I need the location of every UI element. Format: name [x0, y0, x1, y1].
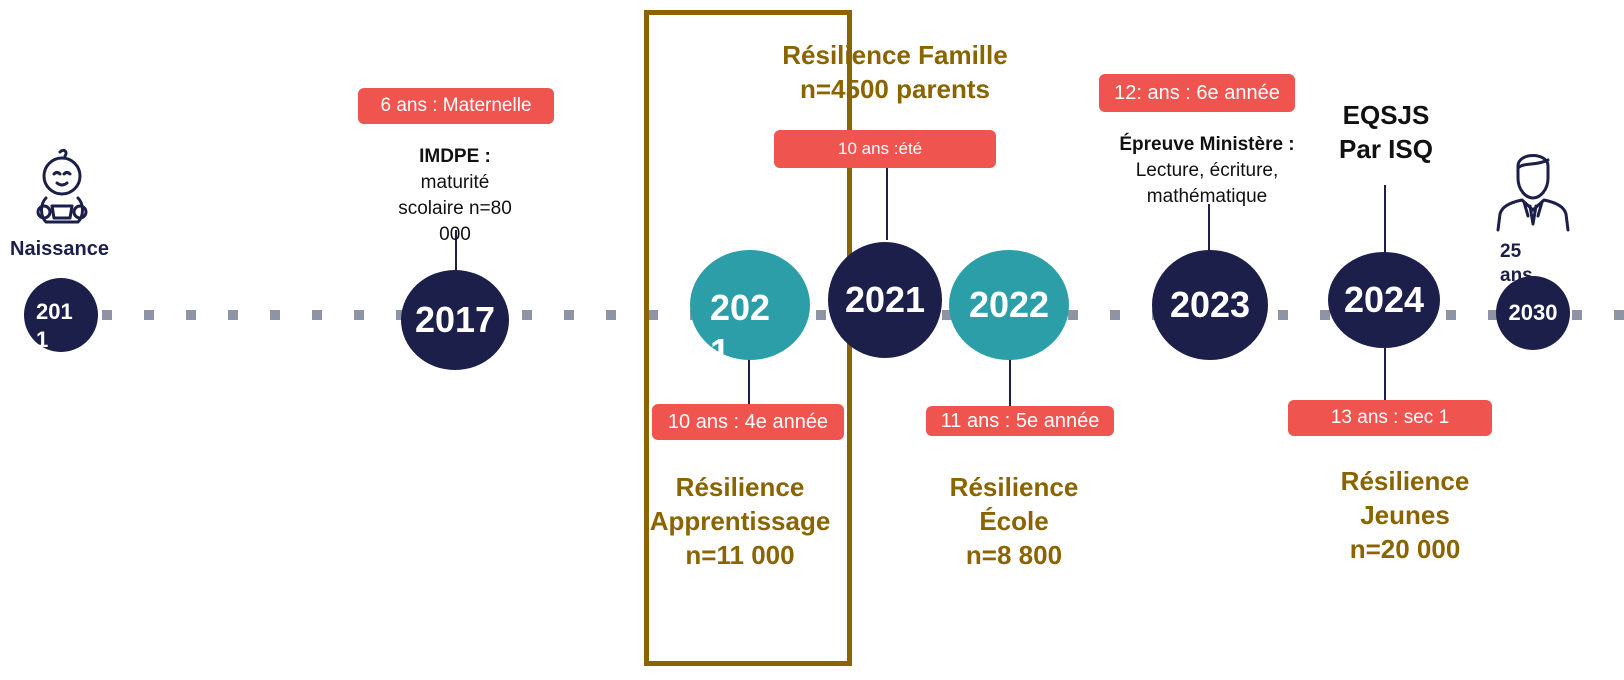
ecole-line3: n=8 800 [965, 540, 1063, 570]
year-2021-node: 2021 [828, 242, 942, 358]
imdpe-title: IMDPE : [419, 146, 491, 167]
epreuve-title: Épreuve Ministère : [1119, 134, 1295, 155]
timeline-dot [144, 310, 154, 320]
timeline-dot [1614, 310, 1624, 320]
timeline-dot [354, 310, 364, 320]
imdpe-line3: 000 [439, 224, 471, 245]
famille-line2: n=4500 parents [799, 74, 991, 104]
eqsjs-title: EQSJS Par ISQ [1316, 98, 1456, 166]
timeline-dot [606, 310, 616, 320]
apprentissage-line2: Apprentissage [649, 506, 831, 536]
age-25-label: 25 ans [1500, 241, 1533, 286]
year-2011-node: 2011 [24, 278, 98, 352]
connector-2024-bottom [1384, 348, 1386, 400]
epreuve-line2: mathématique [1146, 186, 1268, 207]
connector-2022 [1009, 358, 1011, 408]
connector-2023 [1208, 204, 1210, 252]
year-2021-teal-label: 2021 [710, 287, 771, 372]
connector-2021-bottom [748, 358, 750, 406]
epreuve-line1: Lecture, écriture, [1135, 160, 1279, 181]
jeunes-line1: Résilience [1340, 466, 1470, 496]
ecole-line1: Résilience [949, 472, 1079, 502]
resilience-apprentissage-title: Résilience Apprentissage n=11 000 [630, 470, 850, 572]
imdpe-line1: maturité [420, 172, 490, 193]
naissance-label: Naissance [10, 238, 109, 260]
timeline-dot [102, 310, 112, 320]
pill-4e-annee: 10 ans : 4e année [652, 404, 844, 440]
year-2030-node: 2030 [1496, 276, 1570, 350]
timeline-dot [648, 310, 658, 320]
timeline-dot [270, 310, 280, 320]
timeline-dot [228, 310, 238, 320]
ecole-line2: École [979, 506, 1049, 536]
eqsjs-line2: Par ISQ [1339, 134, 1433, 164]
epreuve-note: Épreuve Ministère : Lecture, écriture, m… [1092, 132, 1322, 210]
year-2011-label: 2011 [36, 299, 73, 352]
timeline-dot [942, 310, 952, 320]
pill-ete: 10 ans :été [774, 130, 996, 168]
timeline-dot [564, 310, 574, 320]
famille-line1: Résilience Famille [782, 40, 1008, 70]
timeline-dot [186, 310, 196, 320]
timeline-dot [1446, 310, 1456, 320]
jeunes-line3: n=20 000 [1349, 534, 1461, 564]
resilience-jeunes-title: Résilience Jeunes n=20 000 [1305, 464, 1505, 566]
imdpe-note: IMDPE : maturité scolaire n=80 000 [370, 144, 540, 248]
timeline-dot [522, 310, 532, 320]
timeline-dot [1572, 310, 1582, 320]
timeline-dot [1278, 310, 1288, 320]
pill-sec1: 13 ans : sec 1 [1288, 400, 1492, 436]
timeline-dot [1320, 310, 1330, 320]
timeline-dot [1488, 310, 1498, 320]
pill-maternelle: 6 ans : Maternelle [358, 88, 554, 124]
connector-2021-top [886, 168, 888, 240]
pill-5e-annee: 11 ans : 5e année [926, 406, 1114, 436]
year-2022-node: 2022 [949, 250, 1069, 360]
jeunes-line2: Jeunes [1360, 500, 1450, 530]
year-2021-teal-node: 2021 [690, 250, 810, 372]
resilience-famille-title: Résilience Famille n=4500 parents [740, 38, 1050, 106]
timeline-dot [312, 310, 322, 320]
resilience-ecole-title: Résilience École n=8 800 [914, 470, 1114, 572]
imdpe-line2: scolaire n=80 [398, 198, 512, 219]
year-2023-node: 2023 [1152, 250, 1268, 360]
year-2017-node: 2017 [401, 270, 509, 370]
adult-person-icon [1494, 144, 1572, 232]
eqsjs-line1: EQSJS [1342, 100, 1430, 130]
connector-2017 [455, 230, 457, 272]
timeline-dot [1110, 310, 1120, 320]
connector-2024-top [1384, 185, 1386, 253]
baby-icon [32, 146, 92, 232]
pill-6e-annee: 12: ans : 6e année [1099, 74, 1295, 112]
year-2024-node: 2024 [1328, 252, 1440, 348]
timeline-dot [816, 310, 826, 320]
timeline-dot [1068, 310, 1078, 320]
apprentissage-line1: Résilience [675, 472, 805, 502]
apprentissage-line3: n=11 000 [685, 540, 795, 570]
